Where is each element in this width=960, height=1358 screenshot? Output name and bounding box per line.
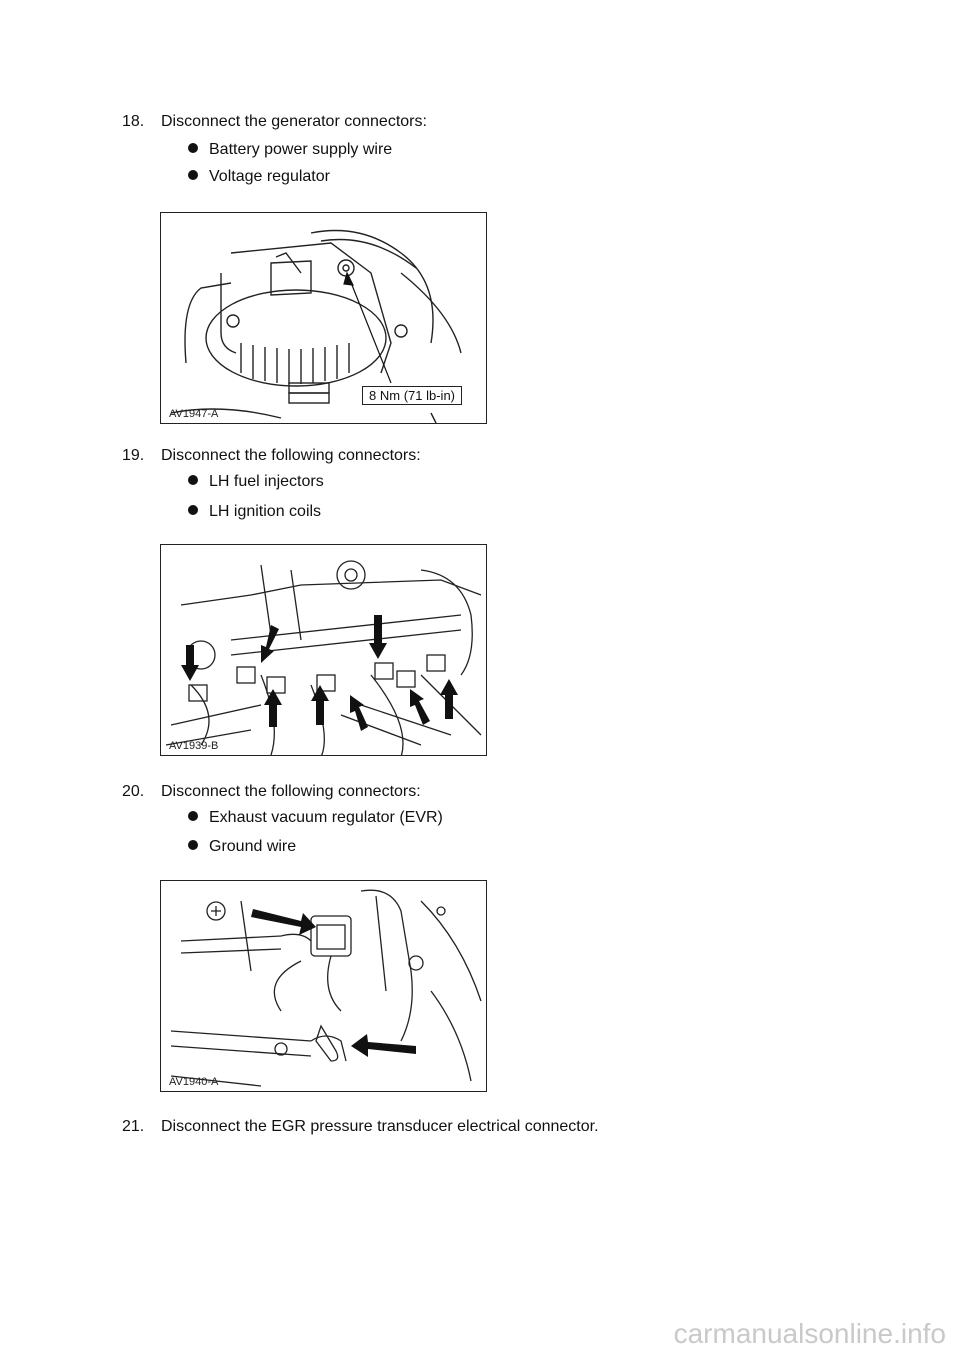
step-text: Disconnect the EGR pressure transducer e… [161,1118,599,1135]
step-20: 20. Disconnect the following connectors: [122,782,421,802]
bullet-icon [188,170,198,180]
bullet-icon [188,505,198,515]
step-text: Disconnect the following connectors: [161,447,421,464]
step-18: 18. Disconnect the generator connectors: [122,112,427,132]
bullet-item: LH ignition coils [188,502,321,522]
bullet-icon [188,811,198,821]
step-number: 20. [122,783,145,800]
bullet-item: Ground wire [188,837,296,857]
figure-label: AV1939-B [169,740,219,752]
figure-label: AV1947-A [169,408,219,420]
step-number: 19. [122,447,145,464]
injector-illustration [165,560,482,755]
bullet-item: Voltage regulator [188,167,330,187]
figure-generator-connectors: 8 Nm (71 lb-in) AV1947-A [160,212,487,424]
bullet-icon [188,143,198,153]
step-19: 19. Disconnect the following connectors: [122,446,421,466]
step-number: 18. [122,113,145,130]
torque-callout: 8 Nm (71 lb-in) [362,386,462,405]
step-21: 21. Disconnect the EGR pressure transduce… [122,1117,599,1137]
bullet-icon [188,840,198,850]
generator-illustration [170,229,462,423]
step-number: 21. [122,1118,145,1135]
evr-illustration [170,889,482,1087]
figure-evr-ground: AV1940-A [160,880,487,1092]
bullet-icon [188,475,198,485]
watermark: carmanualsonline.info [673,1318,946,1349]
figure-fuel-injectors: AV1939-B [160,544,487,756]
figure-label: AV1940-A [169,1076,219,1088]
bullet-item: Exhaust vacuum regulator (EVR) [188,808,443,828]
bullet-item: Battery power supply wire [188,140,392,160]
step-text: Disconnect the generator connectors: [161,113,427,130]
bullet-item: LH fuel injectors [188,472,324,492]
step-text: Disconnect the following connectors: [161,783,421,800]
